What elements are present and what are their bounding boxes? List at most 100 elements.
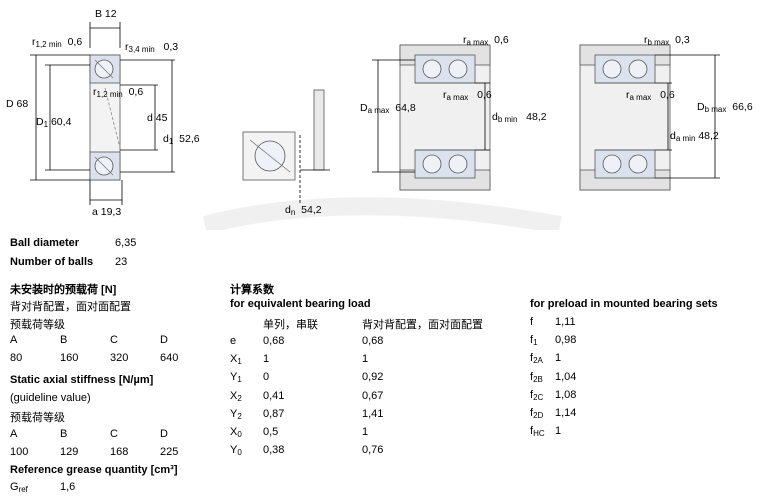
dim-b: B 12 (95, 8, 117, 20)
factor-row-symbol: e (230, 335, 236, 347)
dim-r34: r3,4 min 0,3 (125, 41, 179, 54)
dim-Da: Da max 64,8 (360, 102, 416, 115)
stiffness-title: Static axial stiffness [N/µm] (10, 374, 154, 386)
factor-symbol: f (530, 352, 534, 365)
factor-row-symbol: Y0 (230, 444, 242, 457)
factor-row-pair: 0,67 (362, 389, 384, 402)
preload-factor-symbol: f2C (530, 389, 543, 402)
dim-ra: ra max 0,6 (626, 89, 675, 102)
factor-symbol: Y (230, 444, 238, 457)
factor-row-pair: 0,68 (362, 335, 384, 347)
preload-value-b: 160 (60, 352, 79, 364)
factor-row-symbol: X0 (230, 426, 242, 439)
factor-symbol: X (230, 426, 238, 438)
dim-D: D 68 (6, 98, 29, 110)
factor-row-symbol: Y2 (230, 408, 242, 421)
ball-count-value: 23 (115, 256, 128, 268)
dim-da: da min 48,2 (670, 130, 719, 143)
preload-factor-value: 1,04 (555, 370, 577, 383)
factor-symbol: f (530, 316, 534, 328)
factor-row-pair: 1 (362, 426, 369, 438)
preload-factor-value: 1,14 (555, 407, 577, 419)
col-pair: 背对背配置，面对面配置 (362, 319, 483, 331)
stiffness-class-c: C (110, 428, 118, 440)
ball-diameter-label: Ball diameter (10, 237, 80, 249)
stiffness-class-b: B (60, 428, 68, 440)
preload-class-d: D (160, 334, 168, 346)
preload-factor-symbol: f (530, 316, 533, 328)
preload-class-c: C (110, 334, 118, 346)
factor-symbol: X (230, 389, 238, 402)
factor-subscript: 2D (533, 411, 544, 420)
stiffness-value-a: 100 (10, 446, 29, 458)
factor-row-pair: 0,92 (362, 371, 384, 384)
grease-value: 1,6 (60, 481, 76, 493)
stiffness-class-a: A (10, 428, 18, 440)
factor-subscript: HC (533, 429, 545, 439)
preload-class-a: A (10, 334, 18, 346)
dim-rb: rb max 0,3 (644, 34, 690, 47)
factor-row-pair: 1,41 (362, 407, 384, 420)
factor-symbol: f (530, 370, 534, 383)
preload-factor-symbol: f2B (530, 371, 543, 384)
factor-symbol: X (230, 353, 238, 366)
factors-title: 计算系数 (230, 284, 274, 296)
factor-subscript: 2 (237, 411, 242, 421)
factor-symbol: Y (230, 407, 238, 420)
preload-class-b: B (60, 334, 68, 346)
dim-db: db min 48,2 (492, 111, 547, 124)
factor-row-single: 0,87 (263, 407, 285, 420)
preload-factor-value: 1 (555, 425, 562, 438)
factor-subscript: 1 (533, 338, 538, 348)
preload-subtitle: 背对背配置，面对面配置 (10, 301, 131, 313)
ball-diameter-value: 6,35 (115, 237, 137, 249)
stiffness-class-label: 预载荷等级 (10, 412, 65, 424)
preload-value-a: 80 (10, 352, 23, 364)
preload-factor-value: 1 (555, 352, 562, 365)
drawing-arrangement-1 (372, 44, 491, 191)
ball-count-label: Number of balls (10, 256, 94, 268)
factor-symbol: e (230, 335, 237, 347)
stiffness-value-d: 225 (160, 446, 179, 458)
factor-subscript: 2C (533, 392, 544, 402)
stiffness-note: (guideline value) (10, 392, 91, 404)
preload-value-d: 640 (160, 352, 179, 364)
drawing-arrangement-2 (579, 44, 720, 191)
drawing-bearing-small (242, 89, 330, 205)
factor-row-single: 1 (263, 353, 270, 366)
factor-row-symbol: X1 (230, 353, 242, 366)
dim-dn: dn 54,2 (285, 204, 322, 217)
factor-subscript: 0 (237, 448, 242, 458)
watermark-shape (202, 197, 562, 230)
col-single: 单列，串联 (263, 319, 318, 331)
dim-Db: Db max 66,6 (697, 101, 753, 114)
grease-title: Reference grease quantity [cm³] (10, 464, 178, 476)
preload-factor-title: for preload in mounted bearing sets (530, 298, 718, 310)
preload-factor-symbol: f2A (530, 352, 543, 365)
factor-symbol: f (530, 334, 534, 347)
factor-row-pair: 1 (362, 353, 369, 366)
dim-ra-top: ra max 0,6 (463, 34, 509, 47)
factor-row-single: 0,5 (263, 426, 279, 438)
preload-value-c: 320 (110, 352, 129, 364)
factor-row-pair: 0,76 (362, 444, 384, 457)
dim-ra-mid: ra max 0,6 (443, 89, 492, 102)
factor-symbol: f (530, 388, 534, 401)
preload-class-label: 预载荷等级 (10, 319, 65, 331)
dim-d1: d1 52,6 (163, 133, 200, 146)
dim-D1: D1 60,4 (36, 116, 72, 129)
stiffness-value-b: 129 (60, 446, 79, 458)
preload-factor-symbol: f2D (530, 407, 543, 420)
preload-factor-value: 1,11 (555, 316, 576, 328)
factor-symbol: f (530, 407, 534, 419)
factor-subscript: 0 (237, 430, 242, 439)
factor-subscript: 1 (237, 375, 242, 385)
factor-subscript: 2 (237, 393, 242, 403)
bearing-drawings (30, 22, 720, 230)
factor-row-symbol: X2 (230, 390, 242, 403)
factor-row-single: 0,38 (263, 444, 285, 457)
dim-d: d 45 (147, 112, 168, 124)
preload-factor-symbol: fHC (530, 425, 545, 438)
factor-row-symbol: Y1 (230, 371, 242, 384)
drawing-bearing-section (30, 22, 175, 205)
